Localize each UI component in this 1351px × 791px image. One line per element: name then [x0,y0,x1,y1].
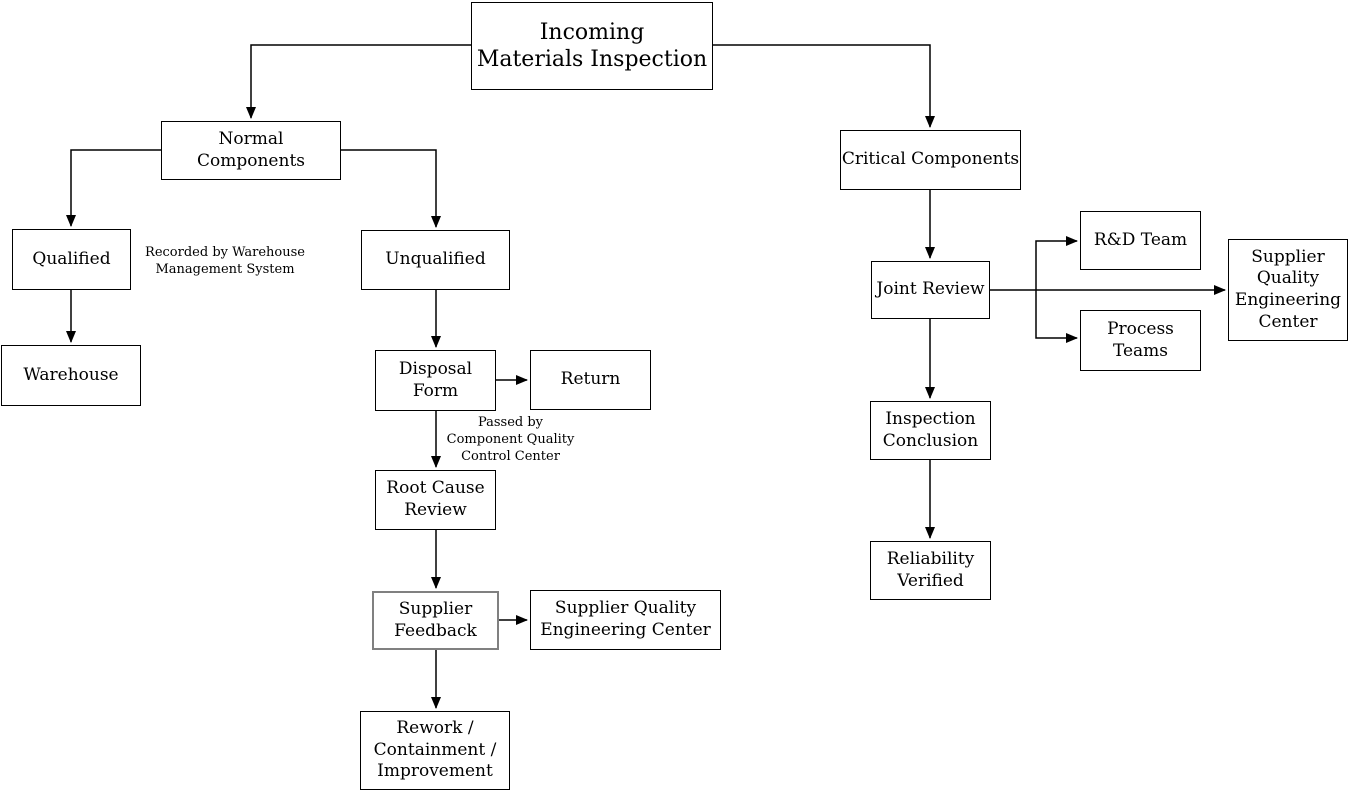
node-process-teams[interactable]: Process Teams [1080,310,1201,371]
node-warehouse[interactable]: Warehouse [1,345,141,406]
annotation-recorded-by-warehouse: Recorded by Warehouse Management System [145,245,305,277]
node-normal-components[interactable]: Normal Components [161,121,341,180]
node-reliability-verified[interactable]: Reliability Verified [870,541,991,600]
node-unqualified[interactable]: Unqualified [361,230,510,290]
edge-joint-to-rd-team [1035,236,1078,290]
node-rework-containment-improvement[interactable]: Rework / Containment / Improvement [360,711,510,790]
node-supplier-feedback[interactable]: Supplier Feedback [372,591,499,650]
annotation-passed-by-cqcc: Passed by Component Quality Control Cent… [446,415,575,464]
node-supplier-quality-engineering-center-right[interactable]: Supplier Quality Engineering Center [1228,239,1348,341]
edge-normal-to-unqualified [341,149,441,228]
edge-title-to-normal [246,44,471,119]
edge-joint-to-process-teams [1035,290,1078,343]
node-incoming-materials-inspection[interactable]: Incoming Materials Inspection [471,2,713,90]
node-inspection-conclusion[interactable]: Inspection Conclusion [870,401,991,460]
node-joint-review[interactable]: Joint Review [871,261,990,319]
edge-title-to-critical [713,44,935,128]
node-critical-components[interactable]: Critical Components [840,130,1021,190]
node-qualified[interactable]: Qualified [12,229,131,290]
node-root-cause-review[interactable]: Root Cause Review [375,470,496,530]
node-disposal-form[interactable]: Disposal Form [375,350,496,411]
node-rd-team[interactable]: R&D Team [1080,211,1201,270]
node-supplier-quality-engineering-center[interactable]: Supplier Quality Engineering Center [530,590,721,650]
edge-normal-to-qualified [66,149,161,227]
node-return[interactable]: Return [530,350,651,410]
